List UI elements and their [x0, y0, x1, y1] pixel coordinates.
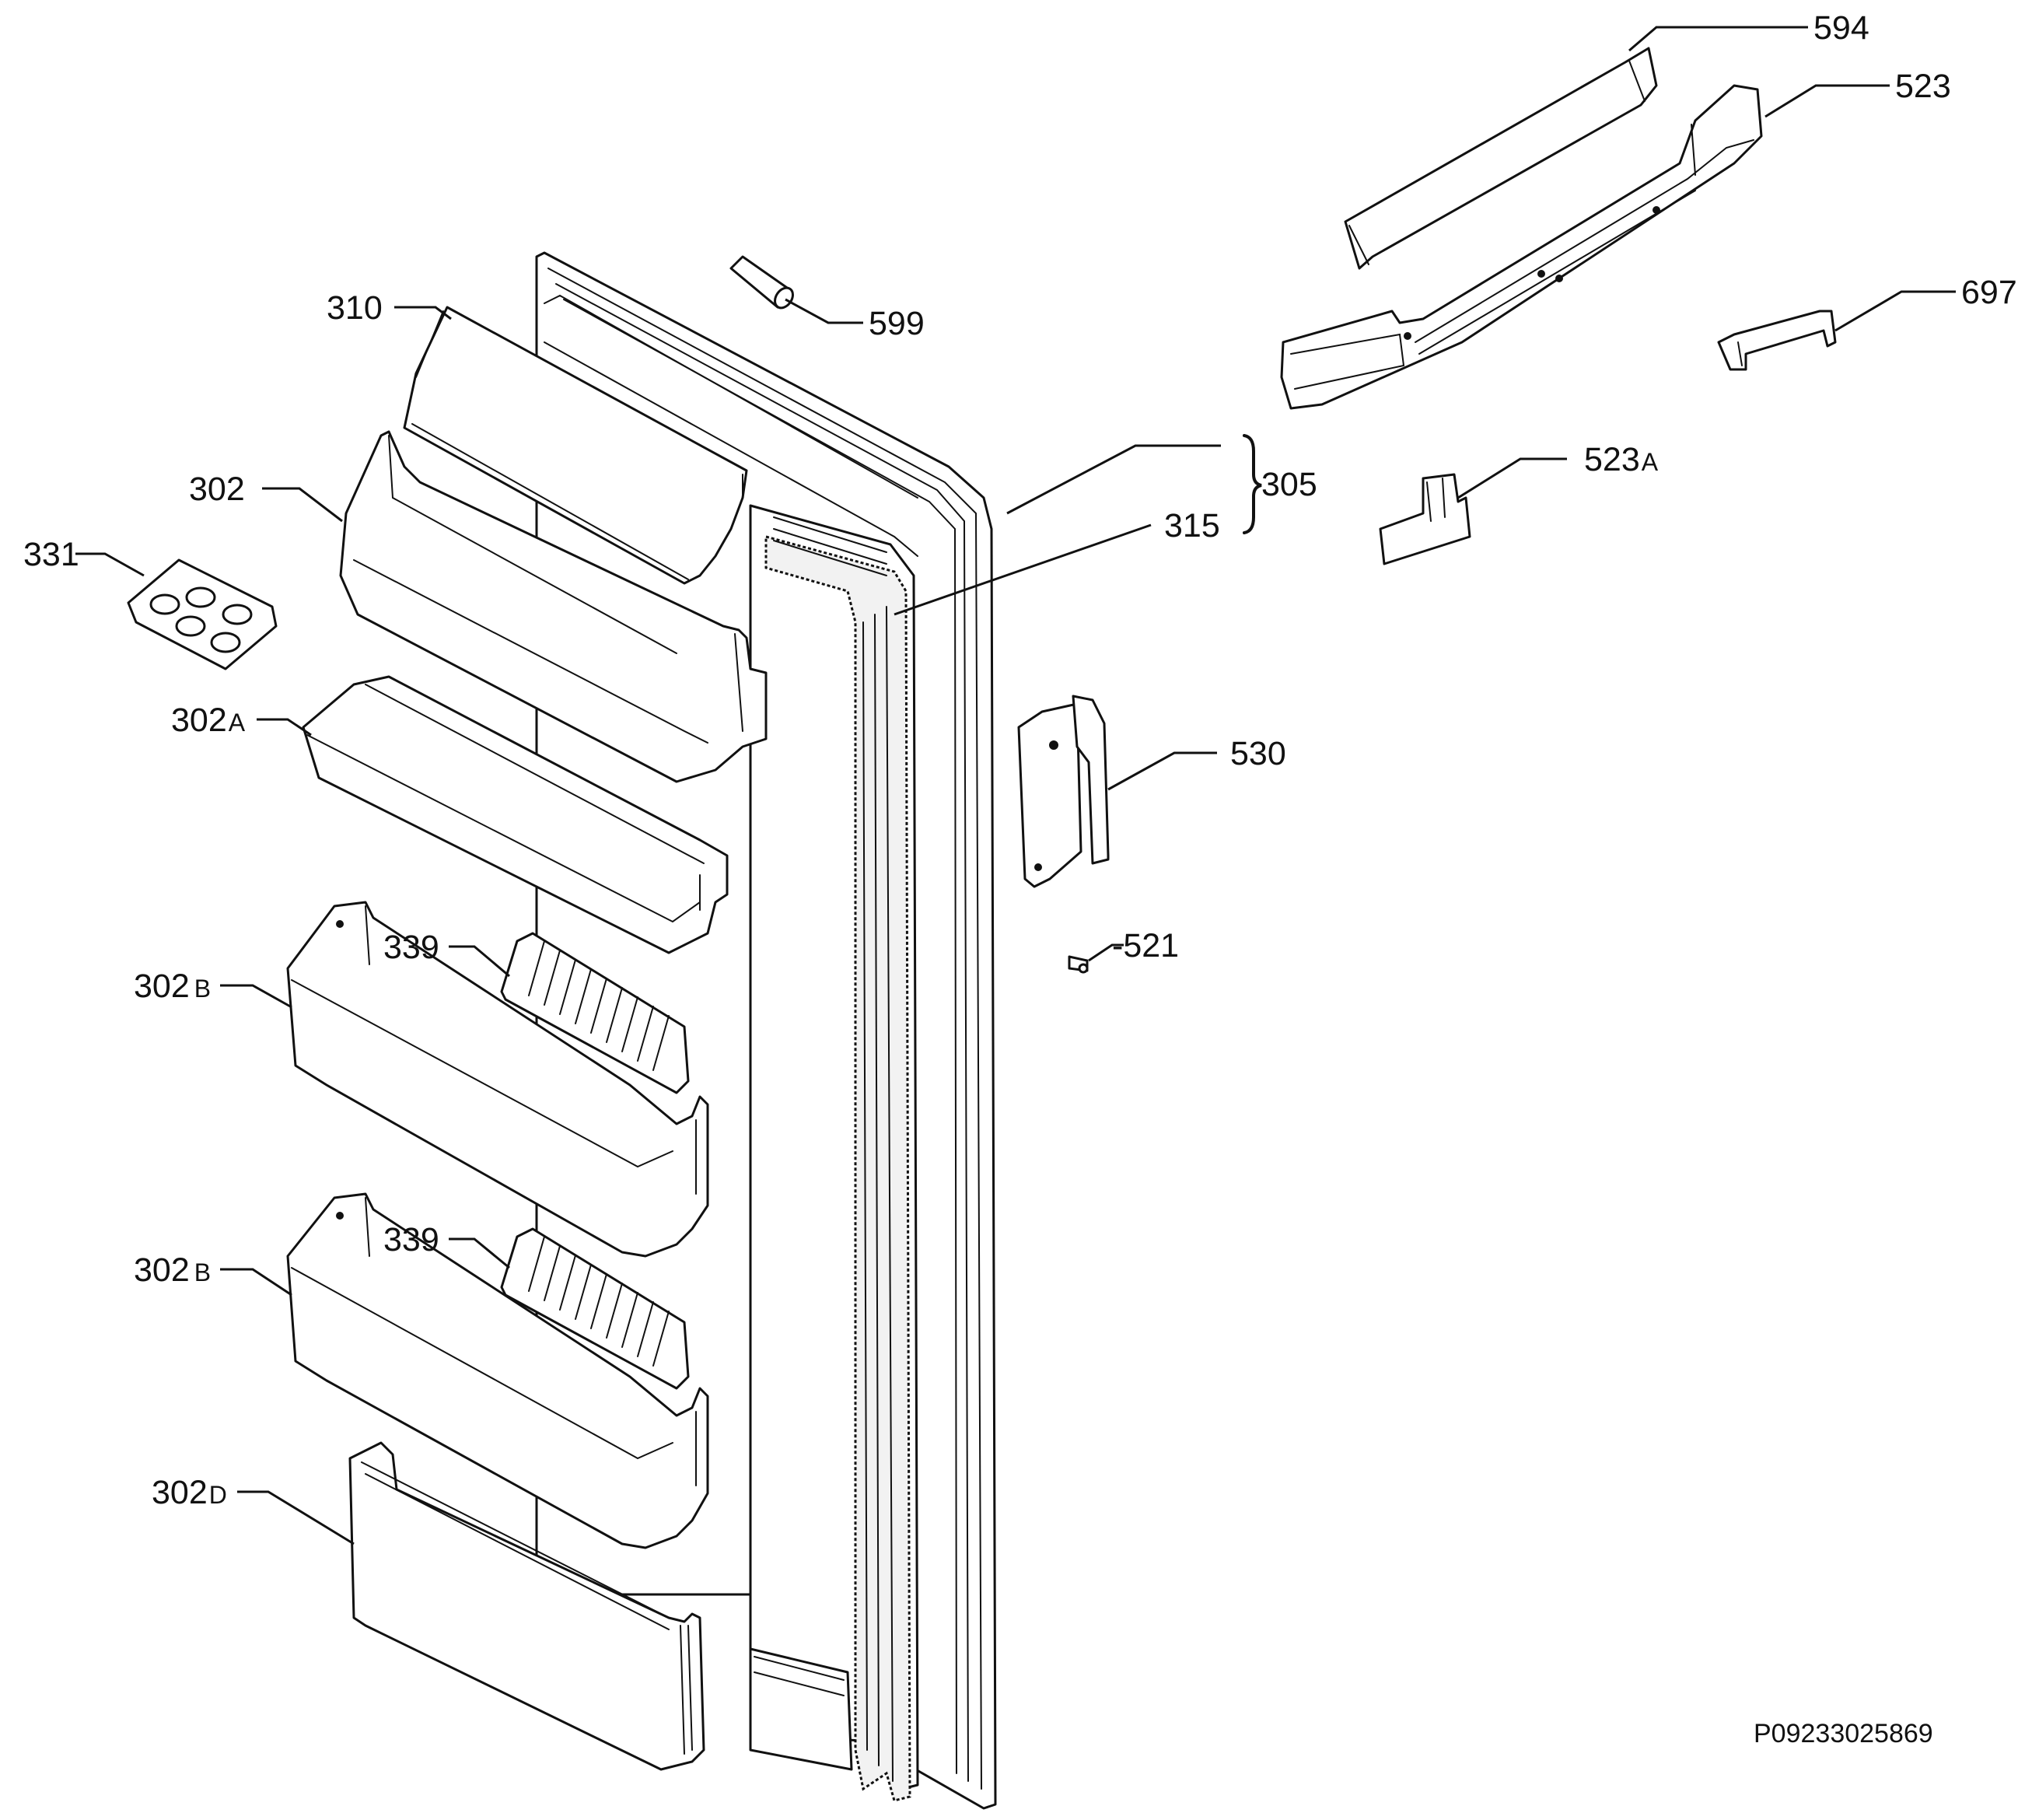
callout-305: 305 [1261, 466, 1317, 503]
cylinder-pin [729, 255, 794, 310]
shelf-cover [403, 306, 748, 585]
callout-530: 530 [1230, 735, 1286, 772]
screw [1068, 955, 1089, 974]
callout-599: 599 [869, 305, 925, 342]
callout-315: 315 [1164, 507, 1220, 544]
top-handle-bar [1280, 84, 1763, 410]
callout-594: 594 [1813, 9, 1869, 47]
callout-339-upper: 339 [383, 929, 439, 966]
callout-521: -521 [1112, 927, 1179, 964]
door-shelf-302b-upper [286, 901, 709, 1258]
hinge-bracket [1379, 473, 1471, 565]
grouping-brace [1243, 434, 1262, 534]
shelf-divider-upper [500, 932, 690, 1094]
door-shelf-302d [348, 1441, 705, 1771]
callout-523a: 523A [1584, 441, 1659, 478]
callout-302d: 302D [152, 1474, 227, 1511]
door-handle [1017, 695, 1110, 888]
callout-339-lower: 339 [383, 1221, 439, 1258]
door-shelf-302b-lower [286, 1192, 709, 1549]
callout-302a: 302A [171, 702, 246, 739]
clip-bracket [1717, 310, 1837, 371]
callout-310: 310 [327, 289, 383, 327]
shelf-divider-lower [500, 1227, 690, 1390]
reference-code: P09233025869 [1754, 1719, 1933, 1748]
top-trim-cover [1344, 47, 1658, 270]
callout-523: 523 [1895, 68, 1951, 105]
callout-302: 302 [189, 471, 245, 508]
callout-labels: 594 523 697 599 310 302 331 305 315 523A… [23, 9, 2017, 1748]
door-shelf-302a [302, 675, 729, 954]
door-shelf-302 [339, 430, 768, 783]
callout-331: 331 [23, 536, 79, 573]
leader-lines [75, 26, 1956, 1545]
egg-tray [127, 558, 278, 670]
callout-697: 697 [1961, 274, 2017, 311]
